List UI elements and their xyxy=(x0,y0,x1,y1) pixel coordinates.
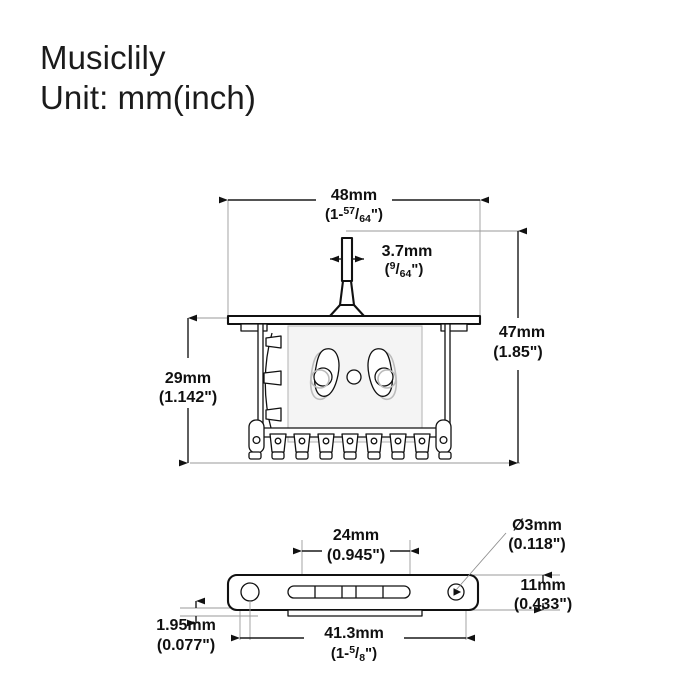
dimension-48mm-inch: (1-57/64") xyxy=(325,205,383,225)
dimension-3-7mm: 3.7mm (9/64") xyxy=(330,243,432,280)
dimension-41-3mm-mm: 41.3mm xyxy=(324,625,384,642)
center-pivot-hole xyxy=(346,369,362,385)
dimension-48mm: 48mm (1-57/64") xyxy=(219,187,489,225)
solder-lug xyxy=(269,433,287,460)
dimension-3-7mm-mm: 3.7mm xyxy=(382,243,433,260)
dimension-24mm: 24mm (0.945") xyxy=(293,527,419,564)
dimension-41-3mm: 41.3mm (1-5/8") xyxy=(231,625,475,664)
terminal-end-hole-right xyxy=(439,435,448,445)
contact-cam-left-hub-ghost xyxy=(310,369,330,389)
unit-note: Unit: mm(inch) xyxy=(40,79,256,117)
dimension-29mm: 29mm (1.142") xyxy=(159,314,217,467)
solder-lug xyxy=(248,451,452,460)
title-block: Musiclily Unit: mm(inch) xyxy=(40,38,256,119)
solder-lug xyxy=(317,433,335,460)
plate-thickness-lip xyxy=(287,609,423,617)
leader-line-diameter xyxy=(455,532,507,591)
contact-cam-right-hub-ghost xyxy=(377,369,397,389)
solder-lug xyxy=(365,433,383,460)
dimension-48mm-mm: 48mm xyxy=(331,187,377,204)
lever-shaft xyxy=(338,279,356,307)
mounting-plate xyxy=(226,314,482,326)
dimension-24mm-mm: 24mm xyxy=(333,527,379,544)
solder-lug xyxy=(293,433,311,460)
solder-lug xyxy=(341,433,359,460)
dimension-1-95mm-inch: (0.077") xyxy=(157,637,215,654)
dimension-47mm-mm: 47mm xyxy=(499,324,545,341)
dimension-11mm-inch: (0.433") xyxy=(514,596,572,613)
dimension-3-7mm-inch: (9/64") xyxy=(385,260,424,280)
dimension-diameter-3mm-mm: Ø3mm xyxy=(512,517,562,534)
dimension-1-95mm: 1.95mm (0.077") xyxy=(156,597,216,654)
dimension-11mm: 11mm (0.433") xyxy=(514,571,572,614)
detent-tab-top xyxy=(265,335,282,349)
dimension-29mm-mm: 29mm xyxy=(165,370,211,387)
screw-hole-right-marker xyxy=(453,588,462,596)
front-elevation-view xyxy=(190,200,520,464)
lever-base xyxy=(328,303,366,318)
solder-lug xyxy=(389,433,407,460)
contact-cam-right-hub xyxy=(374,367,394,387)
screw-hole-left xyxy=(240,582,260,602)
adjustment-slot xyxy=(287,585,411,599)
detent-tab-bottom xyxy=(265,407,282,422)
lever-tip xyxy=(340,236,354,283)
dimension-diameter-3mm: Ø3mm (0.118") xyxy=(508,517,565,553)
detent-tab-middle xyxy=(263,370,282,386)
terminal-end-hole-left xyxy=(252,435,261,445)
solder-lug-group xyxy=(248,433,452,460)
solder-lug xyxy=(413,433,431,460)
dimension-1-95mm-mm: 1.95mm xyxy=(156,617,216,634)
dimension-47mm: 47mm (1.85") xyxy=(493,227,545,467)
dimension-24mm-inch: (0.945") xyxy=(327,547,385,564)
brand-name: Musiclily xyxy=(40,39,166,76)
dimension-41-3mm-inch: (1-5/8") xyxy=(331,644,377,664)
dimension-11mm-mm: 11mm xyxy=(520,577,565,594)
bottom-plan-view xyxy=(180,532,560,640)
contact-cam-left-hub xyxy=(313,367,333,387)
dimension-diameter-3mm-inch: (0.118") xyxy=(508,536,565,553)
dimension-47mm-inch: (1.85") xyxy=(493,344,542,361)
dimension-29mm-inch: (1.142") xyxy=(159,389,217,406)
